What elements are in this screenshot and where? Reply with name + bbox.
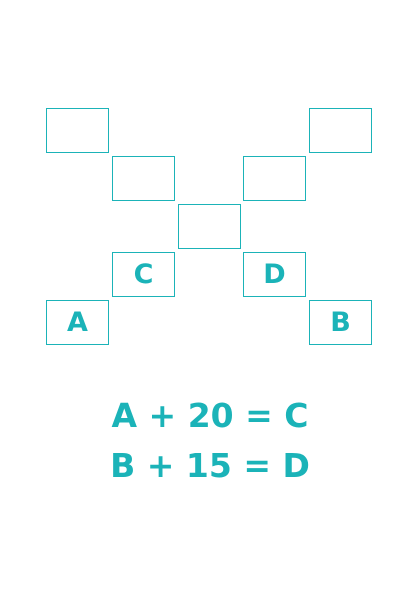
box-a: A bbox=[46, 300, 109, 345]
box-center bbox=[178, 204, 241, 249]
box-top-right bbox=[309, 108, 372, 153]
label-c: C bbox=[133, 259, 154, 290]
label-b: B bbox=[330, 307, 351, 338]
label-a: A bbox=[67, 307, 88, 338]
box-upper-right bbox=[243, 156, 306, 201]
label-d: D bbox=[263, 259, 286, 290]
box-b: B bbox=[309, 300, 372, 345]
equation-1: A + 20 = C bbox=[111, 396, 309, 435]
equation-2: B + 15 = D bbox=[110, 446, 310, 485]
box-d: D bbox=[243, 252, 306, 297]
box-c: C bbox=[112, 252, 175, 297]
box-upper-left bbox=[112, 156, 175, 201]
box-top-left bbox=[46, 108, 109, 153]
